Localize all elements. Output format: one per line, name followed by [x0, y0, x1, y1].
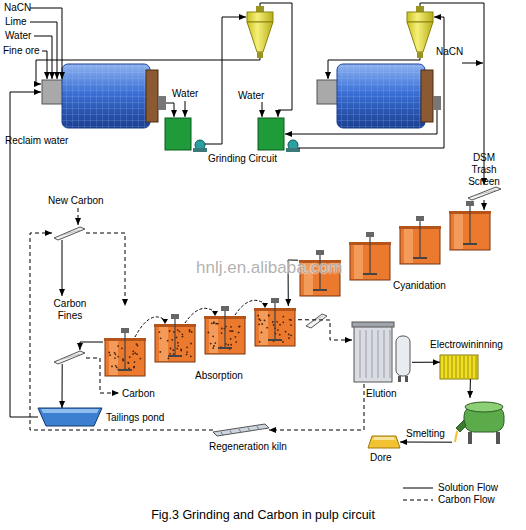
trash-screen: DSM Trash Screen — [466, 186, 502, 200]
tailings-pond-drawing — [38, 408, 102, 426]
elution-column: Elution — [352, 322, 412, 384]
node-label: Regeneration kiln — [209, 441, 287, 453]
stream-label: NaCN — [436, 46, 463, 58]
stream-label: NaCN — [4, 2, 31, 14]
cyanidation-tanks: Cyanidation — [298, 210, 496, 298]
stream-label: New Carbon — [48, 195, 104, 207]
node-label: Cyanidation — [393, 280, 446, 292]
solution-flow-line — [412, 362, 440, 363]
smelting-furnace-drawing — [452, 398, 512, 446]
node-label: DSM Trash Screen — [460, 152, 508, 188]
carbon-flow-line — [269, 384, 364, 430]
elution-column-drawing — [352, 322, 412, 384]
electrowinning-cell: Electrowininning — [440, 355, 478, 379]
stream-label: Water — [172, 88, 198, 100]
node-label: Elution — [366, 388, 397, 400]
ball-mill — [42, 64, 166, 128]
solution-flow-line — [470, 379, 471, 398]
node-label: Dore — [370, 452, 392, 464]
node-label: Tailings pond — [106, 412, 164, 424]
carbon-flow-line — [86, 233, 125, 306]
solution-flow-line — [400, 442, 452, 443]
solution-flow-line — [484, 200, 485, 210]
legend-label: Solution Flow — [438, 482, 498, 494]
node-label: Carbon Fines — [50, 298, 90, 322]
node-label: Carbon — [122, 388, 155, 400]
watermark: hnlj.en.alibaba.com — [196, 258, 342, 278]
carbon-flow-line — [30, 233, 213, 430]
dore-bar-drawing — [368, 436, 400, 448]
carbon-screen: Carbon — [52, 350, 86, 364]
regeneration-kiln-drawing — [213, 423, 269, 437]
legend-label: Carbon Flow — [438, 494, 495, 506]
carbon-screen-drawing — [52, 226, 86, 240]
tailings-pond: Tailings pond — [38, 408, 102, 426]
stream-label: Water — [238, 90, 264, 102]
legend-samples — [403, 488, 433, 500]
carbon-screen-drawing — [52, 350, 86, 364]
adsorption-tanks-drawing — [103, 306, 298, 378]
stream-label: Grinding Circuit — [208, 153, 277, 165]
node-label: Electrowininning — [430, 339, 503, 351]
stream-label: Water — [5, 30, 31, 42]
adsorption-tanks: Absorption — [103, 306, 298, 378]
solution-flow-line — [80, 342, 103, 350]
process-pipes — [10, 3, 484, 417]
hydrocyclone — [247, 6, 273, 58]
stream-label: Lime — [5, 16, 27, 28]
stream-label: Reclaim water — [5, 135, 68, 147]
hydrocyclone — [407, 6, 433, 58]
carbon-flow-line — [298, 320, 352, 340]
sump-pump — [165, 118, 300, 152]
smelting-furnace: Smelting — [452, 398, 512, 446]
figure-caption: Fig.3 Grinding and Carbon in pulp circui… — [0, 508, 526, 523]
node-label: Absorption — [195, 370, 243, 382]
dore-bar: Dore — [368, 436, 400, 448]
carbon-screen: Carbon Fines — [52, 226, 86, 240]
ball-mill — [317, 64, 441, 128]
solution-flow-line — [62, 364, 63, 408]
regeneration-kiln: Regeneration kiln — [213, 423, 269, 437]
carbon-screen — [306, 314, 327, 328]
electrowinning-cell-drawing — [440, 355, 478, 379]
stream-label: Fine ore — [3, 45, 40, 57]
node-label: Smelting — [406, 428, 445, 440]
trash-screen-drawing — [466, 186, 502, 200]
